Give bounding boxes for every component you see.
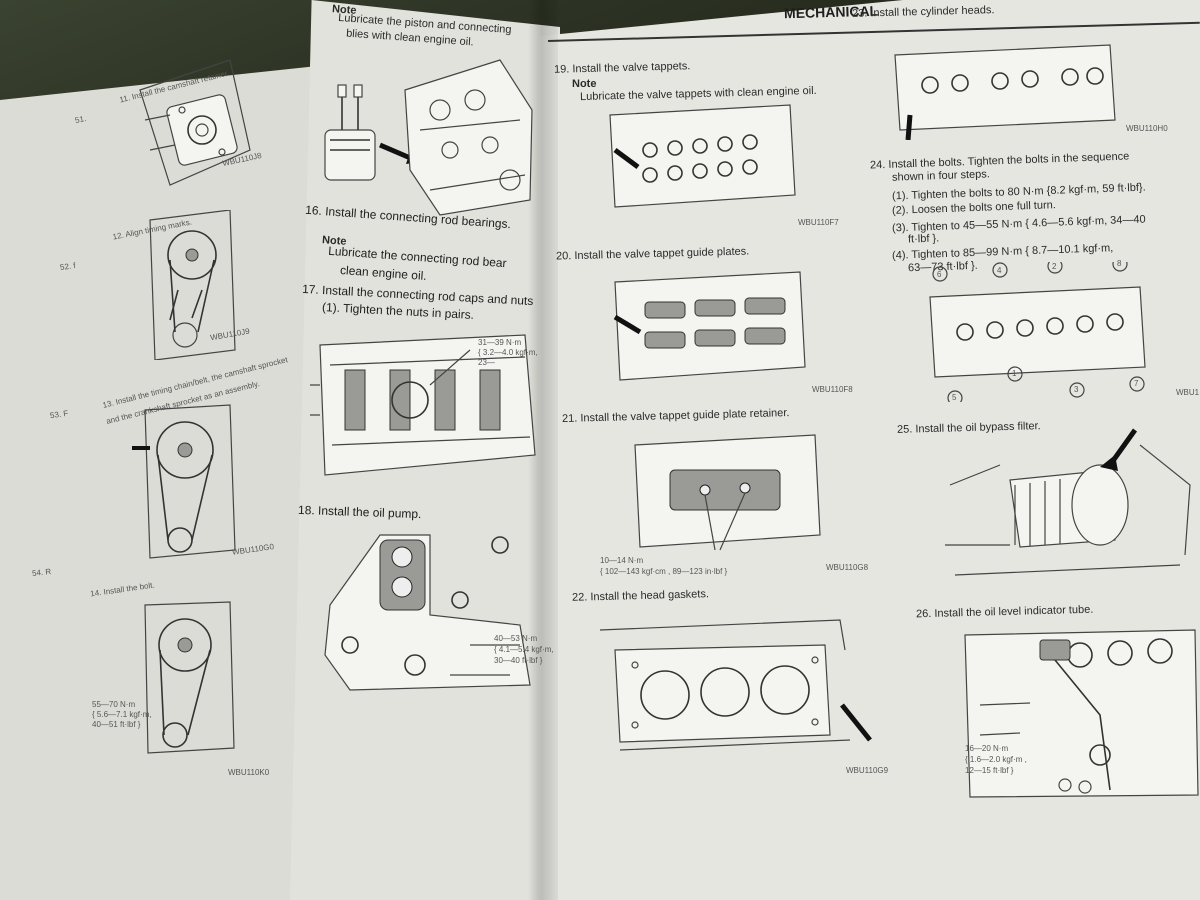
fig-label-54: WBU110K0	[228, 768, 270, 777]
seq-label-7: 7	[1134, 379, 1139, 388]
timing-marks-figure	[140, 210, 240, 360]
fig-label-22: WBU110G9	[846, 766, 889, 775]
torque-21-2: { 102—143 kgf·cm , 89—123 in·lbf }	[600, 567, 728, 576]
note-19-title: Note	[572, 78, 597, 90]
tappet-guide-plates-figure	[600, 262, 810, 387]
head-gaskets-figure	[590, 610, 880, 760]
cylinder-heads-figure	[880, 30, 1130, 140]
seq-label-4: 4	[997, 266, 1002, 275]
oil-pump-figure	[320, 525, 540, 695]
step-24-step3b: ft·lbf }.	[907, 232, 940, 246]
seq-label-5: 5	[952, 393, 957, 402]
torque-21-1: 10—14 N·m	[600, 556, 644, 565]
valve-tappets-figure	[600, 95, 800, 215]
torque-26-2: { 1.6—2.0 kgf·m ,	[965, 755, 1027, 764]
torque-54-3: 40—51 ft·lbf }	[92, 720, 141, 729]
fig-label-24: WBU1	[1176, 388, 1200, 397]
oil-bypass-filter-figure	[940, 425, 1195, 590]
torque-18-2: { 4.1—5.4 kgf·m,	[494, 645, 554, 654]
fig-label-21: WBU110G8	[826, 563, 869, 572]
torque-54-2: { 5.6—7.1 kgf·m,	[92, 710, 152, 719]
bolt-sequence-figure	[915, 262, 1160, 402]
fig-label-23: WBU110H0	[1126, 124, 1168, 133]
timing-chain-figure	[130, 400, 240, 560]
torque-17-2: { 3.2—4.0 kgf·m,	[478, 348, 538, 357]
torque-26-1: 16—20 N·m	[965, 744, 1009, 753]
tappet-retainer-figure	[620, 425, 830, 555]
torque-18-3: 30—40 ft·lbf }	[494, 656, 543, 665]
bolt-install-figure	[130, 600, 240, 755]
seq-label-6: 6	[937, 270, 942, 279]
oil-level-tube-figure	[960, 625, 1200, 800]
seq-label-2: 2	[1052, 262, 1057, 271]
camshaft-retainer-figure	[130, 60, 260, 190]
torque-17-1: 31—39 N·m	[478, 338, 522, 347]
piston-engine-figure	[310, 50, 535, 220]
seq-label-1: 1	[1012, 369, 1017, 378]
torque-17-3: 23—	[478, 358, 495, 367]
seq-label-8: 8	[1117, 259, 1122, 268]
fig-label-19: WBU110F7	[798, 218, 839, 227]
connecting-rod-caps-figure	[310, 325, 540, 485]
torque-26-3: 12—15 ft·lbf }	[965, 766, 1014, 775]
seq-label-3: 3	[1074, 385, 1079, 394]
torque-18-1: 40—53 N·m	[494, 634, 538, 643]
torque-54-1: 55—70 N·m	[92, 700, 136, 709]
fig-label-20: WBU110F8	[812, 385, 853, 394]
